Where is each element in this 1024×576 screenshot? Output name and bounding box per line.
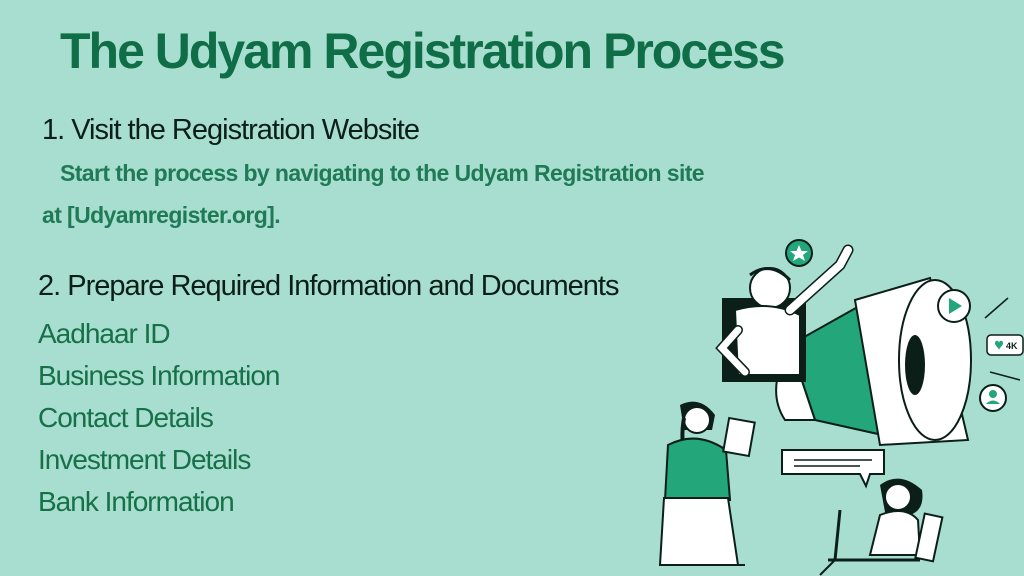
list-item-investment-details: Investment Details <box>38 444 251 475</box>
heart-badge: 4K <box>986 334 1024 356</box>
list-item-bank-information: Bank Information <box>38 486 235 517</box>
page-title: The Udyam Registration Process <box>60 23 786 79</box>
speech-bubble <box>781 449 885 489</box>
list-item-contact-details: Contact Details <box>38 402 214 433</box>
list-item-business-information: Business Information <box>38 360 280 391</box>
step1-text-line1: Start the process by navigating to the U… <box>60 160 705 186</box>
accent-line <box>984 297 1009 319</box>
required-documents-list: Aadhaar ID Business Information Contact … <box>38 313 280 523</box>
step2-heading: 2. Prepare Required Information and Docu… <box>38 270 619 302</box>
play-icon <box>937 289 971 323</box>
woman-at-laptop <box>819 478 944 576</box>
megaphone-illustration: 4K <box>658 239 1024 576</box>
badge-label: 4K <box>1006 341 1018 351</box>
man-in-screen <box>715 244 854 382</box>
star-icon <box>785 239 813 267</box>
step1-text-line2: at [Udyamregister.org]. <box>42 202 281 228</box>
step1-heading: 1. Visit the Registration Website <box>42 114 420 146</box>
accent-line <box>989 371 1021 381</box>
list-item-aadhaar: Aadhaar ID <box>38 318 171 349</box>
woman-with-paper <box>658 401 756 566</box>
user-icon <box>979 384 1007 412</box>
heart-icon <box>995 340 1003 350</box>
